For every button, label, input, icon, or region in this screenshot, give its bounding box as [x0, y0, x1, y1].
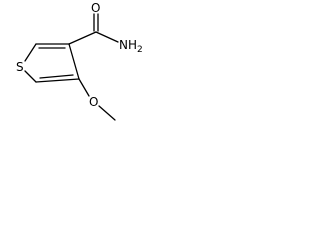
bond-c4-o: [78, 78, 90, 97]
methoxy-group: [78, 78, 116, 121]
bond-c3-carbonyl-c: [68, 31, 97, 45]
bond-c5-s: [24, 70, 37, 83]
bond-c4-c5-inner: [39, 74, 74, 79]
carboxamide-group: [68, 13, 119, 45]
bond-o-ch3: [98, 105, 116, 121]
bond-c3-c4: [68, 43, 80, 80]
thiophene-ring: [24, 43, 80, 83]
amide-nitrogen-label: NH2: [119, 38, 143, 55]
sulfur-atom-label: S: [16, 60, 24, 74]
bond-carbonyl-c-n: [95, 31, 119, 43]
carbonyl-oxygen-label: O: [91, 1, 100, 15]
ether-oxygen-label: O: [89, 95, 98, 109]
bond-c4-c5: [35, 78, 80, 83]
molecule-diagram: S O NH2 O: [16, 1, 143, 121]
bond-s-c2: [24, 43, 37, 62]
